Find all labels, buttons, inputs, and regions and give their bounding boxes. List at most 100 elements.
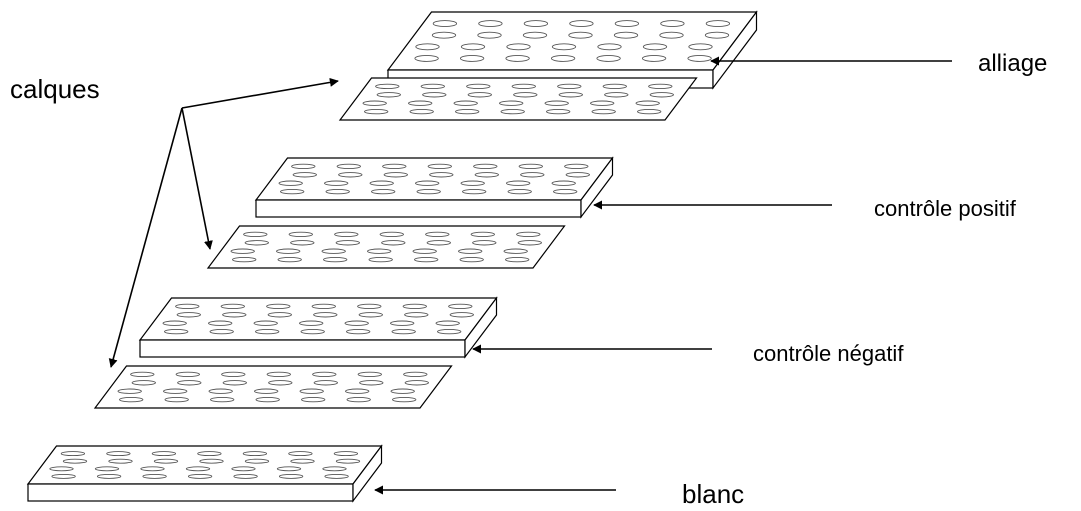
well <box>322 466 347 472</box>
well <box>453 100 478 106</box>
well <box>253 320 278 326</box>
well <box>346 328 371 335</box>
well <box>346 396 371 403</box>
well <box>522 31 548 39</box>
well <box>551 180 576 186</box>
well <box>162 320 187 326</box>
well <box>311 303 336 310</box>
well <box>404 380 429 386</box>
well <box>267 312 292 318</box>
well <box>590 100 615 106</box>
well <box>292 172 317 178</box>
well <box>426 240 451 246</box>
well <box>544 100 569 106</box>
well <box>187 473 213 479</box>
well <box>408 100 433 106</box>
well <box>345 388 370 394</box>
well <box>323 256 348 263</box>
well <box>591 108 616 115</box>
well <box>705 20 731 28</box>
well <box>335 240 360 246</box>
well <box>312 371 337 378</box>
well <box>507 188 532 195</box>
well <box>209 328 234 335</box>
well <box>288 231 313 238</box>
well <box>222 312 247 318</box>
well <box>244 458 270 464</box>
well <box>280 188 305 195</box>
well <box>288 451 313 457</box>
well <box>660 20 685 28</box>
well <box>221 371 246 378</box>
well <box>414 256 439 263</box>
well <box>506 180 531 186</box>
well <box>641 54 667 62</box>
well <box>142 473 167 479</box>
plate-side-face <box>712 10 758 90</box>
well <box>415 180 440 186</box>
well <box>565 172 590 178</box>
well <box>404 312 429 318</box>
well <box>416 188 441 195</box>
well <box>244 240 269 246</box>
well <box>268 380 293 386</box>
well <box>635 100 660 106</box>
well <box>375 83 400 90</box>
well <box>232 256 257 263</box>
well <box>513 92 538 98</box>
alliage-calque <box>338 77 698 121</box>
well <box>449 312 474 318</box>
well <box>478 20 503 28</box>
well <box>435 320 460 326</box>
well <box>49 466 74 472</box>
well <box>477 31 502 39</box>
well <box>448 303 473 310</box>
well <box>427 163 452 170</box>
well <box>604 92 629 98</box>
well <box>422 92 447 98</box>
well <box>151 451 177 457</box>
well <box>334 231 359 238</box>
blanc-plate <box>26 444 383 503</box>
well <box>602 83 627 90</box>
calques-arrow-positif <box>181 107 213 250</box>
well <box>596 54 621 62</box>
well <box>175 303 200 310</box>
well <box>106 451 131 457</box>
well <box>470 231 495 238</box>
well <box>108 458 133 464</box>
well <box>164 328 189 335</box>
well <box>368 256 393 263</box>
well <box>688 43 713 51</box>
well <box>276 466 302 472</box>
well <box>383 172 408 178</box>
well <box>462 188 487 195</box>
well <box>299 320 324 326</box>
well <box>324 473 349 479</box>
well <box>300 328 325 335</box>
well <box>569 20 594 28</box>
well <box>185 466 211 472</box>
well <box>163 388 188 394</box>
well <box>420 83 445 90</box>
well <box>233 473 258 479</box>
well <box>222 380 247 386</box>
well <box>518 163 543 170</box>
well <box>266 371 291 378</box>
well <box>704 31 730 39</box>
well <box>325 188 350 195</box>
label-controle-positif: contrôle positif <box>874 196 1016 221</box>
well <box>367 248 392 254</box>
well <box>177 380 202 386</box>
well <box>335 458 361 464</box>
well <box>119 396 144 403</box>
well <box>313 380 338 386</box>
well <box>425 231 450 238</box>
well <box>557 83 582 90</box>
well <box>243 231 268 238</box>
well <box>230 248 255 254</box>
well <box>500 108 525 115</box>
well <box>376 92 401 98</box>
well <box>357 303 382 310</box>
